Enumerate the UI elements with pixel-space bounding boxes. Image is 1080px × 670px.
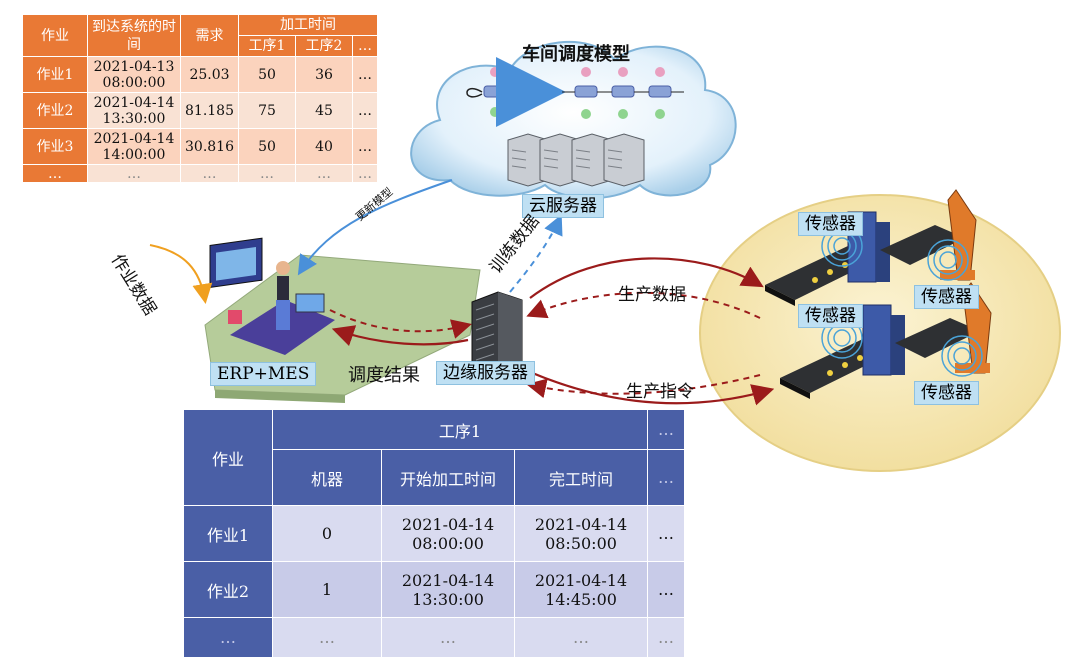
cell: … <box>180 164 239 183</box>
cell: 作业3 <box>22 128 88 165</box>
table-row: 作业3 2021-04-14 14:00:00 30.816 50 40 … <box>22 128 378 165</box>
sched-col-start: 开始加工时间 <box>381 449 515 506</box>
sensor-label-bottom-left: 传感器 <box>798 304 863 328</box>
cell: 2021-04-14 14:45:00 <box>514 561 648 618</box>
sched-col-job: 作业 <box>183 409 273 506</box>
cell: … <box>183 617 273 658</box>
cell: 81.185 <box>180 92 239 129</box>
cell: … <box>352 164 378 183</box>
cell: 2021-04-14 13:30:00 <box>87 92 181 129</box>
col-job: 作业 <box>22 14 88 57</box>
cell: 40 <box>295 128 353 165</box>
cell: 45 <box>295 92 353 129</box>
rnn-model-icon <box>466 57 684 127</box>
sched-col-more-2: … <box>647 449 685 506</box>
operator-workstation-icon <box>209 237 335 355</box>
edge-server-rack-icon <box>471 291 523 379</box>
cell: 2021-04-14 13:30:00 <box>381 561 515 618</box>
update-model-arrow <box>297 179 453 276</box>
cell: … <box>352 92 378 129</box>
cell: 75 <box>238 92 296 129</box>
schedule-result-table: 作业 工序1 … 机器 开始加工时间 完工时间 … 作业1 0 2021-04-… <box>183 409 685 658</box>
cell: 作业1 <box>183 505 273 562</box>
col-op2: 工序2 <box>295 35 353 57</box>
production-data-label: 生产数据 <box>618 285 686 305</box>
cloud-model-title: 车间调度模型 <box>522 44 630 65</box>
cell: … <box>272 617 382 658</box>
cell: 2021-04-14 14:00:00 <box>87 128 181 165</box>
cell: 50 <box>238 56 296 93</box>
table-row: … … … … … … <box>22 164 378 183</box>
cell: 2021-04-14 08:50:00 <box>514 505 648 562</box>
production-command-label: 生产指令 <box>626 382 694 402</box>
cell: … <box>647 505 685 562</box>
table-row: 作业1 2021-04-13 08:00:00 25.03 50 36 … <box>22 56 378 93</box>
cloud-server-label: 云服务器 <box>522 194 604 218</box>
cell: … <box>647 561 685 618</box>
cell: 作业2 <box>22 92 88 129</box>
cell: … <box>352 128 378 165</box>
sensor-label-top-right: 传感器 <box>914 285 979 309</box>
sensor-label-top-left: 传感器 <box>798 212 863 236</box>
cell: … <box>647 617 685 658</box>
erp-platform <box>204 254 481 403</box>
cell: … <box>295 164 353 183</box>
cell: 30.816 <box>180 128 239 165</box>
cell: … <box>238 164 296 183</box>
sched-col-end: 完工时间 <box>514 449 648 506</box>
job-input-table: 作业 到达系统的时间 需求 加工时间 工序1 工序2 … 作业1 2021-04… <box>22 14 378 183</box>
cell: 作业2 <box>183 561 273 618</box>
table-row: 作业1 0 2021-04-14 08:00:00 2021-04-14 08:… <box>183 505 685 562</box>
table-row: … … … … … <box>183 617 685 658</box>
sched-col-more: … <box>647 409 685 450</box>
cell: 0 <box>272 505 382 562</box>
col-demand: 需求 <box>180 14 239 57</box>
training-data-arrow <box>509 214 563 293</box>
cell: 36 <box>295 56 353 93</box>
schedule-result-arrow <box>331 325 469 347</box>
production-data-arrow <box>526 291 761 319</box>
production-command-arrow <box>529 370 775 406</box>
col-more: … <box>352 35 378 57</box>
cell: 50 <box>238 128 296 165</box>
cell: 2021-04-13 08:00:00 <box>87 56 181 93</box>
edge-to-factory-top-arrow <box>529 257 764 299</box>
table-row: 作业2 2021-04-14 13:30:00 81.185 75 45 … <box>22 92 378 129</box>
cell: 25.03 <box>180 56 239 93</box>
sched-col-machine: 机器 <box>272 449 382 506</box>
production-line-1 <box>765 189 977 306</box>
job-data-arrow <box>149 244 213 304</box>
col-op1: 工序1 <box>238 35 296 57</box>
cell: 作业1 <box>22 56 88 93</box>
cell: 1 <box>272 561 382 618</box>
sensor-label-bottom-right: 传感器 <box>914 381 979 405</box>
cell: … <box>514 617 648 658</box>
cloud-server-rack-icon <box>507 133 645 187</box>
cell: … <box>352 56 378 93</box>
cell: … <box>22 164 88 183</box>
col-arrival: 到达系统的时间 <box>87 14 181 57</box>
col-processing-time: 加工时间 <box>238 14 378 36</box>
table-row: 作业2 1 2021-04-14 13:30:00 2021-04-14 14:… <box>183 561 685 618</box>
schedule-result-label: 调度结果 <box>348 365 420 386</box>
cell: … <box>381 617 515 658</box>
cell: 2021-04-14 08:00:00 <box>381 505 515 562</box>
edge-server-label: 边缘服务器 <box>436 361 535 385</box>
sched-col-op1: 工序1 <box>272 409 648 450</box>
cell: … <box>87 164 181 183</box>
erp-mes-label: ERP+MES <box>210 362 317 386</box>
